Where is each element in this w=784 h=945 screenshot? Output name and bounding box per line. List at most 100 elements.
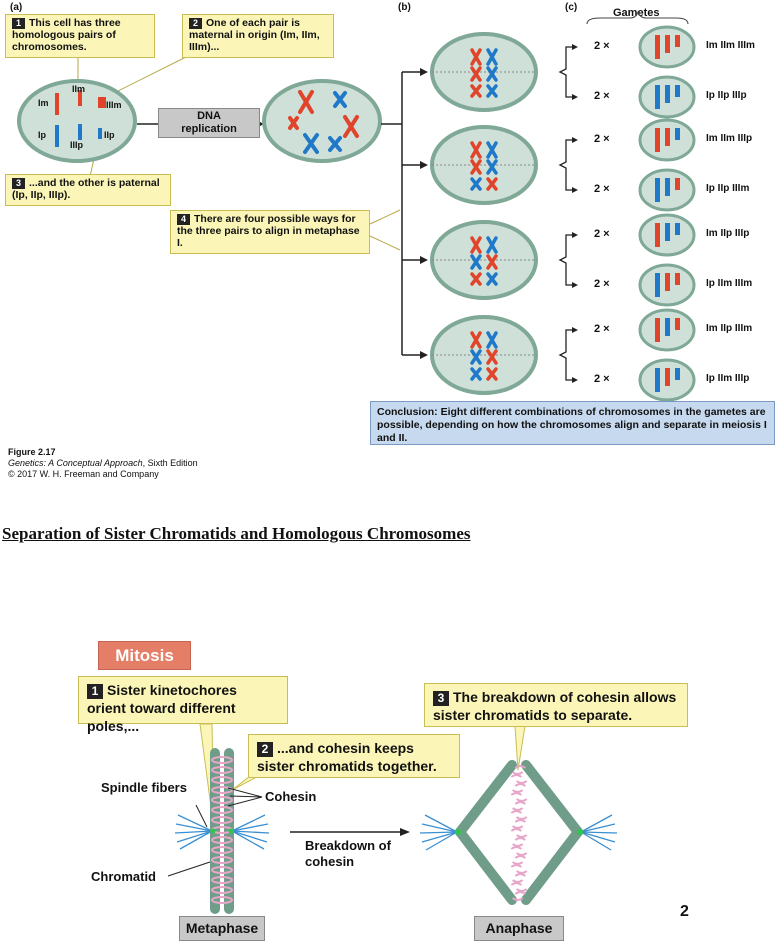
cohesin-fragment xyxy=(514,801,526,805)
cohesin-fragment xyxy=(514,765,526,769)
cohesin-fragment xyxy=(510,864,522,868)
cohesin-fragment xyxy=(516,888,528,892)
conclusion-lead: Conclusion: xyxy=(377,406,438,418)
gamete-multiplier: 2 × xyxy=(594,323,610,335)
gamete-multiplier: 2 × xyxy=(594,228,610,240)
cohesin-ring xyxy=(211,796,233,804)
gamete-chromosome xyxy=(655,223,660,247)
cohesin-fragment xyxy=(514,873,526,877)
gamete-multiplier: 2 × xyxy=(594,90,610,102)
chromosome xyxy=(486,66,498,82)
gamete-chromosome xyxy=(675,178,680,190)
cohesin-ring xyxy=(211,876,233,884)
label-i-p: Ip xyxy=(38,130,46,140)
cohesin-fragment xyxy=(512,843,524,847)
conclusion-text: Eight different combinations of chromoso… xyxy=(377,406,767,444)
spindle-fibers-label: Spindle fibers xyxy=(101,780,187,795)
cohesin-ring xyxy=(211,816,233,824)
gamete-chromosome xyxy=(675,85,680,97)
chromosome xyxy=(486,331,498,349)
chromosome xyxy=(486,84,498,98)
mitosis-callout-3-number: 3 xyxy=(433,691,449,706)
gamete-chromosome xyxy=(655,85,660,109)
dna-replication-label: DNA replication xyxy=(158,108,260,138)
gamete-chromosome xyxy=(675,368,680,380)
cohesin-ring xyxy=(211,896,233,904)
chromosome xyxy=(470,159,482,175)
figure-number: Figure 2.17 xyxy=(8,447,56,457)
gamete-multiplier: 2 × xyxy=(594,133,610,145)
mitosis-callout-1-text: Sister kinetochores orient toward differ… xyxy=(87,682,237,734)
cohesin-ring xyxy=(211,846,233,854)
chromosome xyxy=(486,272,498,286)
gamete-chromosome xyxy=(655,128,660,152)
gamete-chromosome xyxy=(665,128,670,146)
cohesin-ring xyxy=(211,836,233,844)
label-ii-m: IIm xyxy=(72,84,86,94)
cohesin-fragment xyxy=(514,855,526,859)
cohesin-fragment xyxy=(512,879,524,883)
cohesin-fragment xyxy=(516,852,528,856)
cohesin-fragment xyxy=(514,819,526,823)
cohesin-fragment xyxy=(510,792,522,796)
chromosome xyxy=(470,349,482,365)
cohesin-ring xyxy=(211,856,233,864)
chromosome xyxy=(470,331,482,349)
book-title: Genetics: A Conceptual Approach xyxy=(8,458,143,468)
gamete-combination: Im IIp IIIm xyxy=(706,323,753,334)
mitosis-callout-2: 2...and cohesin keeps sister chromatids … xyxy=(248,734,460,778)
gamete-chromosome xyxy=(655,368,660,392)
callout-2-text: One of each pair is maternal in origin (… xyxy=(189,17,320,53)
label-ii-p: IIp xyxy=(104,130,115,140)
chromosome xyxy=(470,236,482,254)
figure-source: Genetics: A Conceptual Approach, Sixth E… xyxy=(8,458,198,469)
gamete-combination: Ip IIp IIIm xyxy=(706,183,750,194)
gamete-multiplier: 2 × xyxy=(594,278,610,290)
gamete-combination: Im IIm IIIm xyxy=(706,40,755,51)
cohesin-ring xyxy=(211,756,233,764)
gamete-chromosome xyxy=(675,223,680,235)
cohesin-ring xyxy=(211,766,233,774)
book-edition: , Sixth Edition xyxy=(142,458,198,468)
callout-3: 3...and the other is paternal (Ip, IIp, … xyxy=(5,174,171,206)
cohesin-fragment xyxy=(510,828,522,832)
cohesin-ring xyxy=(211,886,233,894)
callout-2-number: 2 xyxy=(189,18,202,29)
label-i-m: Im xyxy=(38,98,49,108)
cohesin-fragment xyxy=(510,882,522,886)
chromosome xyxy=(470,84,482,98)
gamete-chromosome xyxy=(665,35,670,53)
cohesin-fragment xyxy=(512,897,524,901)
label-iii-p: IIIp xyxy=(70,140,83,150)
cohesin-fragment xyxy=(514,837,526,841)
gamete-multiplier: 2 × xyxy=(594,40,610,52)
panel-c-label: (c) xyxy=(565,2,578,13)
gamete-multiplier: 2 × xyxy=(594,183,610,195)
chromosome xyxy=(470,254,482,270)
callout-1-text: This cell has three homologous pairs of … xyxy=(12,17,121,53)
chromosome xyxy=(486,236,498,254)
gamete-chromosome xyxy=(675,273,680,285)
mitosis-callout-3-text: The breakdown of cohesin allows sister c… xyxy=(433,689,677,723)
anaphase-label: Anaphase xyxy=(474,916,564,941)
cohesin-fragment xyxy=(512,789,524,793)
callout-3-text: ...and the other is paternal (Ip, IIp, I… xyxy=(12,177,160,201)
callout-4-number: 4 xyxy=(177,214,190,225)
section-heading: Separation of Sister Chromatids and Homo… xyxy=(2,524,471,543)
cohesin-fragment xyxy=(510,774,522,778)
cohesin-fragment xyxy=(516,870,528,874)
mitosis-tag: Mitosis xyxy=(98,641,191,670)
breakdown-label: Breakdown of cohesin xyxy=(305,838,391,869)
cohesin-fragment xyxy=(516,816,528,820)
cohesin-fragment xyxy=(512,771,524,775)
chromatid-label: Chromatid xyxy=(91,869,156,884)
gamete-chromosome xyxy=(665,223,670,241)
gamete-combination: Im IIm IIIp xyxy=(706,133,753,144)
cohesin-fragment xyxy=(510,810,522,814)
callout-4-text: There are four possible ways for the thr… xyxy=(177,213,360,249)
mitosis-callout-1-number: 1 xyxy=(87,684,103,699)
